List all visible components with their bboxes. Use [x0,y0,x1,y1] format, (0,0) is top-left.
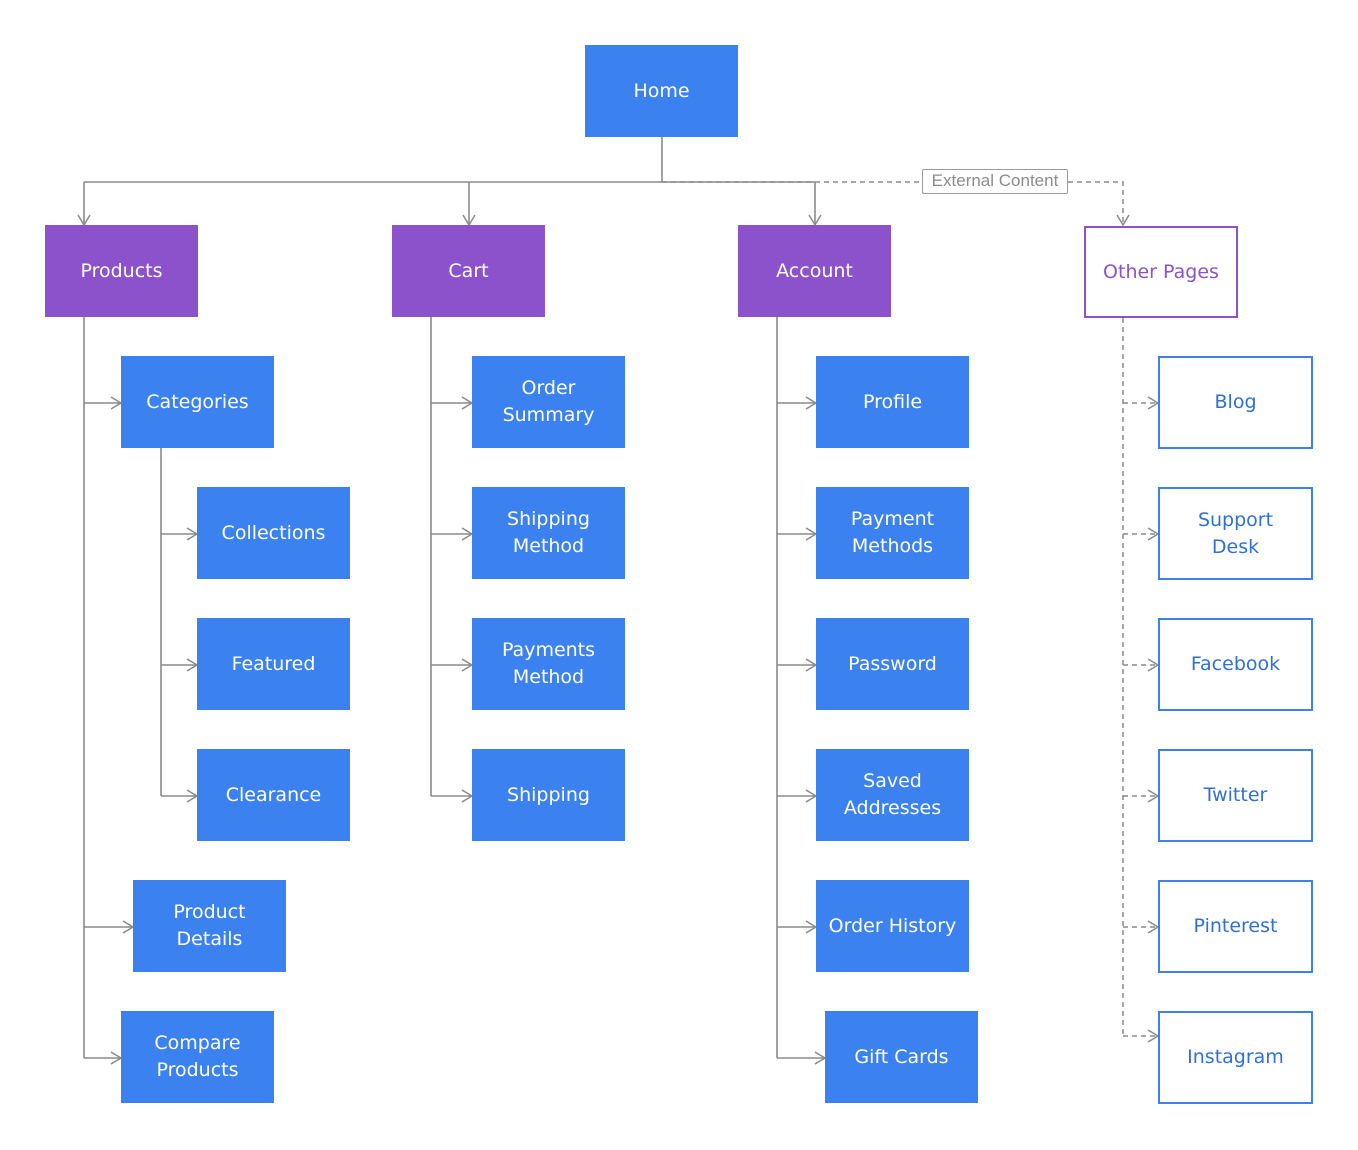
pinterest-node[interactable]: Pinterest [1158,880,1313,973]
products-label: Products [80,259,163,282]
featured-node[interactable]: Featured [197,618,350,710]
payments-method-label: Payments Method [501,639,596,688]
password-label: Password [848,652,937,675]
saved-addresses-node[interactable]: Saved Addresses [816,749,969,841]
featured-label: Featured [231,652,316,675]
profile-label: Profile [862,390,923,413]
instagram-label: Instagram [1187,1046,1284,1068]
collections-label: Collections [221,521,326,544]
blog-label: Blog [1214,391,1257,413]
product-details-label: Product Details [173,901,246,950]
order-summary-label: Order Summary [502,377,595,426]
order-history-label: Order History [828,914,957,937]
password-node[interactable]: Password [816,618,969,710]
shipping-method-node[interactable]: Shipping Method [472,487,625,579]
clearance-node[interactable]: Clearance [197,749,350,841]
account-node[interactable]: Account [738,225,891,317]
categories-label: Categories [146,390,249,413]
home-node[interactable]: Home [585,45,738,137]
order-summary-node[interactable]: Order Summary [472,356,625,448]
facebook-label: Facebook [1190,653,1281,675]
categories-node[interactable]: Categories [121,356,274,448]
cart-label: Cart [448,259,489,282]
saved-addresses-label: Saved Addresses [843,770,942,819]
collections-node[interactable]: Collections [197,487,350,579]
compare-products-label: Compare Products [154,1032,241,1081]
shipping-node[interactable]: Shipping [472,749,625,841]
blog-node[interactable]: Blog [1158,356,1313,449]
instagram-node[interactable]: Instagram [1158,1011,1313,1104]
twitter-label: Twitter [1203,784,1268,806]
account-label: Account [776,259,853,282]
connector-external-right [1068,181,1123,225]
support-desk-label: Support Desk [1197,508,1274,558]
support-desk-node[interactable]: Support Desk [1158,487,1313,580]
payments-method-node[interactable]: Payments Method [472,618,625,710]
products-node[interactable]: Products [45,225,198,317]
twitter-node[interactable]: Twitter [1158,749,1313,842]
shipping-label: Shipping [507,783,590,806]
compare-products-node[interactable]: Compare Products [121,1011,274,1103]
facebook-node[interactable]: Facebook [1158,618,1313,711]
product-details-node[interactable]: Product Details [133,880,286,972]
external-content-label: External Content [922,169,1068,194]
payment-methods-node[interactable]: Payment Methods [816,487,969,579]
clearance-label: Clearance [225,783,322,806]
payment-methods-label: Payment Methods [850,508,935,557]
shipping-method-label: Shipping Method [507,508,590,557]
profile-node[interactable]: Profile [816,356,969,448]
other-pages-node[interactable]: Other Pages [1084,226,1238,318]
pinterest-label: Pinterest [1193,915,1278,937]
other-pages-label: Other Pages [1103,260,1219,283]
gift-cards-node[interactable]: Gift Cards [825,1011,978,1103]
home-label: Home [633,79,690,102]
order-history-node[interactable]: Order History [816,880,969,972]
gift-cards-label: Gift Cards [854,1045,949,1068]
cart-node[interactable]: Cart [392,225,545,317]
